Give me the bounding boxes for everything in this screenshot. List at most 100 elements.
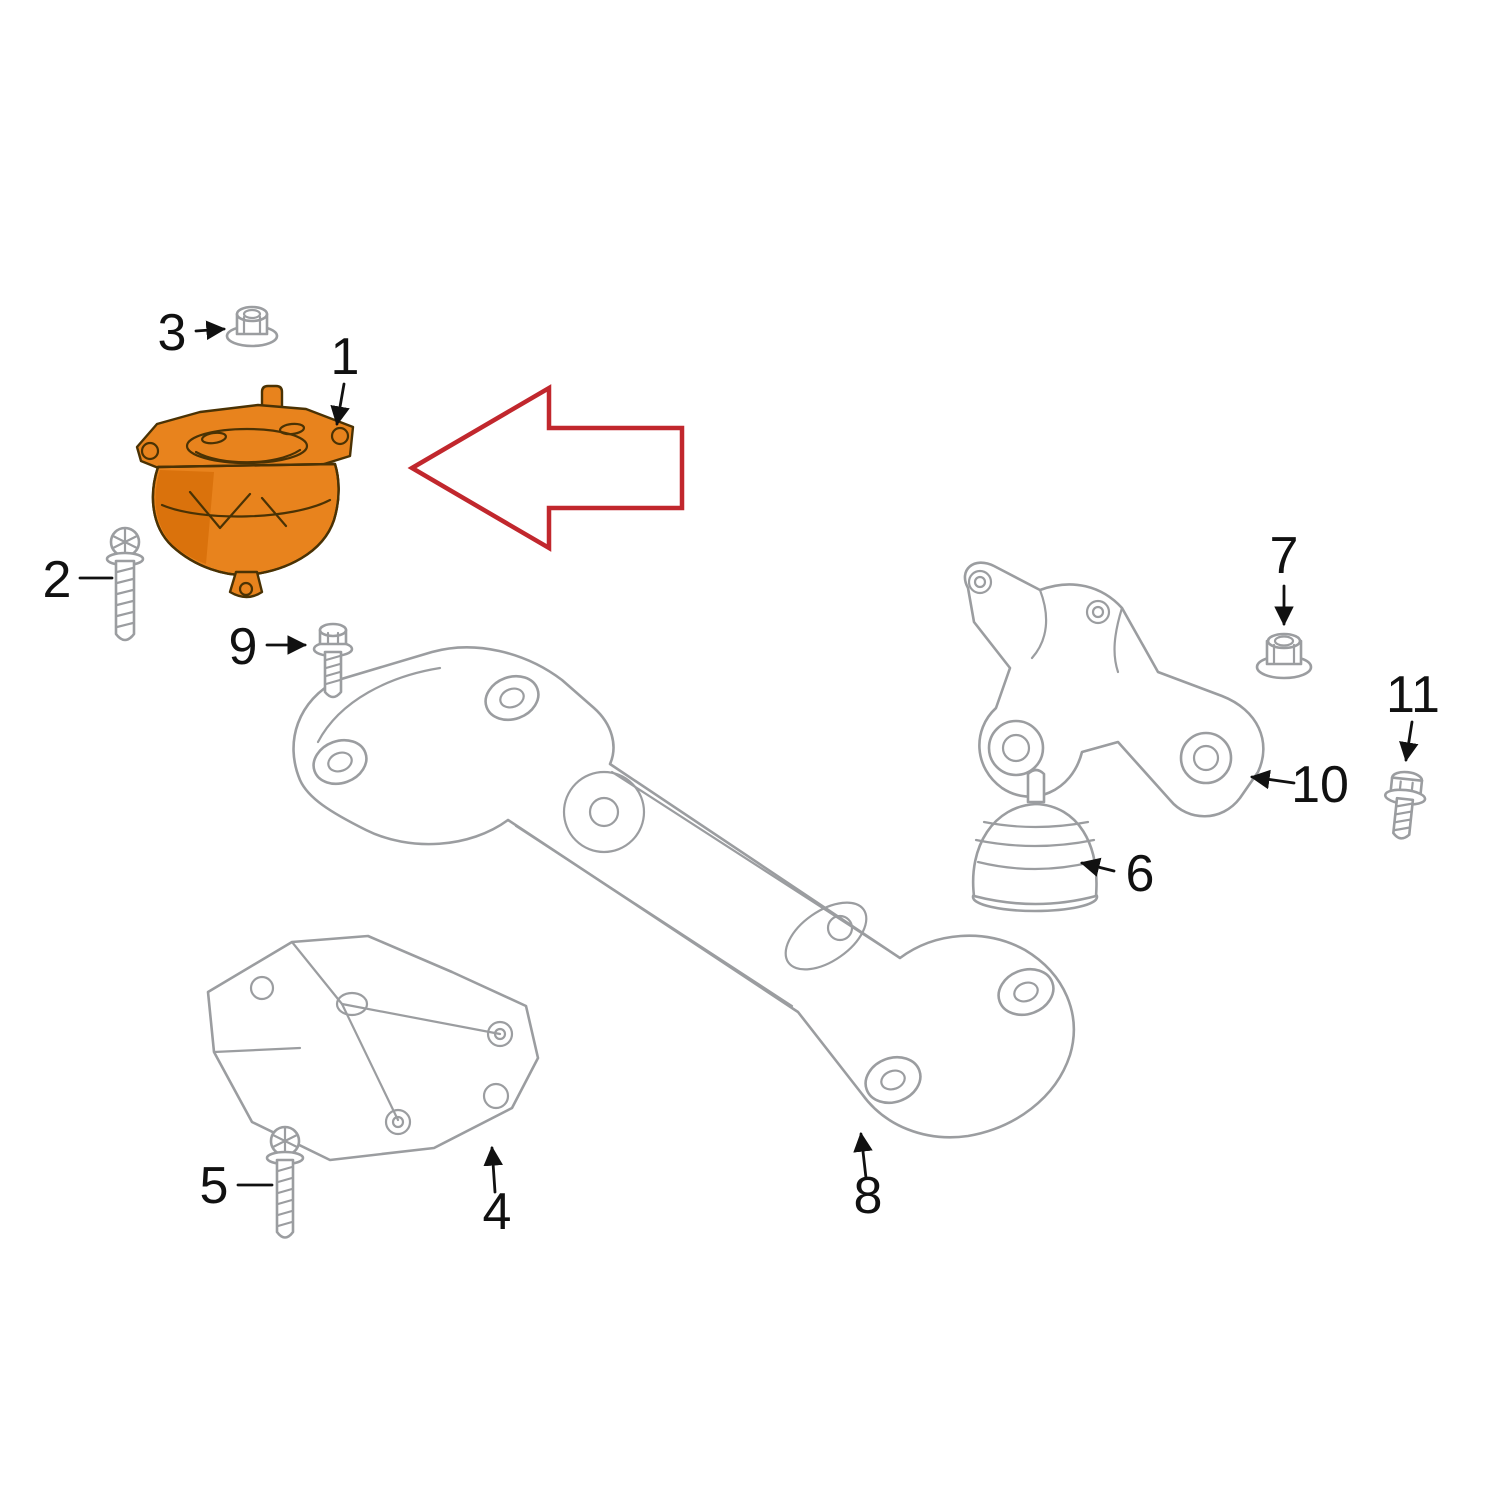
nut-hole [242, 308, 262, 320]
detail-line [316, 666, 442, 744]
callout-1-number: 1 [331, 328, 360, 386]
bolt-part-5 [265, 1125, 305, 1239]
crossmember-part-8 [292, 646, 1075, 1139]
facet-line [1272, 643, 1296, 666]
rib-line [974, 838, 1096, 848]
callout-7-number: 7 [1270, 527, 1299, 585]
bolt-hole [312, 738, 368, 786]
callout-numbers: 1 2 3 4 5 6 7 8 9 10 11 [43, 304, 1440, 1241]
bushing-right [1179, 731, 1233, 785]
detail-line [514, 824, 794, 1008]
detail-line [340, 1002, 502, 1036]
callout-11-number: 11 [1386, 666, 1440, 724]
mount-stud [1026, 768, 1046, 804]
ear-hole [330, 426, 350, 446]
engine-mount-part-1 [135, 384, 355, 599]
bolt-hole-inner [880, 1069, 906, 1091]
foot-hole [238, 581, 254, 597]
plate-slot [200, 431, 228, 445]
flange-nut-part-7 [1255, 632, 1313, 680]
thread-lines [1393, 802, 1413, 832]
bushing-left-hole [1001, 733, 1031, 763]
leader-11 [1399, 720, 1419, 762]
bolt-hole [249, 975, 275, 1001]
bolt-hole [484, 674, 540, 722]
torx-pattern [111, 527, 139, 557]
center-boss-hole [588, 796, 620, 828]
engine-bracket-part-4 [206, 934, 540, 1162]
leader-4 [483, 1146, 503, 1194]
callout-6-number: 6 [1126, 845, 1155, 903]
nut-hole [1273, 635, 1295, 647]
bolt-hole [335, 991, 369, 1017]
bushing-small [1085, 599, 1111, 625]
thread-lines [276, 1165, 294, 1228]
callout-10-number: 10 [1291, 756, 1349, 814]
leader-6 [1080, 857, 1116, 877]
torx-pattern [271, 1126, 299, 1156]
leader-8 [853, 1132, 873, 1180]
slot-hole [826, 914, 854, 942]
bolt-hole [997, 967, 1055, 1017]
bolt-hole-inner [493, 1027, 507, 1041]
ear-hole [140, 441, 160, 461]
bushing-small [967, 569, 993, 595]
mount-body-shade [155, 470, 214, 564]
detail-line [610, 770, 896, 956]
callout-5-number: 5 [200, 1157, 229, 1215]
rib-line [982, 820, 1090, 829]
crossmember-outline [292, 646, 1075, 1139]
facet-line [326, 631, 340, 646]
leader-10 [1250, 769, 1296, 790]
transmission-mount-part-6 [971, 768, 1099, 913]
band-line [160, 498, 332, 518]
bracket-outline [206, 934, 540, 1162]
callout-8-number: 8 [854, 1167, 883, 1225]
callout-3-number: 3 [158, 304, 187, 362]
bolt-hole [482, 1082, 510, 1110]
v-rib [188, 490, 252, 530]
bolt-hole-inner [327, 751, 353, 773]
bolt-hole [486, 1020, 514, 1048]
bushing-left [987, 719, 1045, 777]
nut-top [1266, 632, 1302, 650]
facet-line [242, 315, 262, 336]
leader-lines [78, 320, 1419, 1194]
bolt-hole [384, 1108, 412, 1136]
detail-line [1080, 740, 1120, 754]
leader-1 [330, 382, 350, 426]
transmission-bracket-part-10 [963, 561, 1265, 818]
bolt-part-11 [1383, 770, 1427, 840]
bolt-hole-inner [391, 1115, 405, 1129]
center-boss [562, 770, 646, 854]
callout-9-number: 9 [229, 618, 258, 676]
mount-foot [228, 570, 264, 599]
bolt-hole [864, 1055, 922, 1105]
slot-opening [784, 901, 868, 971]
red-highlight-arrow [407, 384, 685, 552]
callout-4-number: 4 [483, 1183, 512, 1241]
bolt-part-2 [105, 526, 145, 642]
detail-line [290, 940, 344, 1006]
bolt-hole-inner [499, 687, 525, 709]
bolt-hole-inner [1013, 981, 1039, 1003]
bushing-small-hole [973, 575, 987, 589]
detail-line [340, 1002, 400, 1122]
detail-line [212, 1046, 302, 1054]
rib-line [976, 860, 1094, 871]
screw-head-top [318, 622, 348, 638]
detail-line [1030, 588, 1048, 660]
bushing-right-hole [1192, 744, 1220, 772]
screw-part-9 [312, 622, 354, 699]
flange-nut-part-3 [225, 305, 279, 348]
thread-lines [324, 654, 342, 686]
mount-body [971, 802, 1098, 906]
rib-line [260, 496, 288, 528]
thread-lines [115, 566, 135, 629]
callout-2-number: 2 [43, 551, 72, 609]
leader-3 [194, 320, 226, 341]
detail-line [1113, 606, 1124, 674]
collar-inner-line [194, 448, 302, 464]
bushing-small-hole [1091, 605, 1105, 619]
